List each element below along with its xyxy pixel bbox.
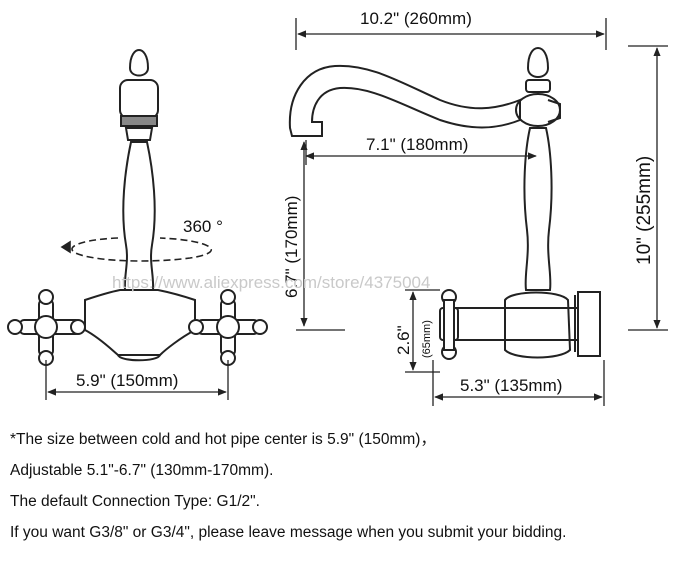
center-distance-dimension	[45, 360, 229, 400]
handle-height-mm-label: (65mm)	[421, 320, 433, 358]
front-view-faucet	[84, 48, 196, 362]
side-column	[523, 127, 553, 291]
wall-depth-dimension	[432, 360, 605, 406]
total-height-label: 10" (255mm)	[634, 156, 655, 265]
total-height-dimension	[628, 45, 668, 331]
spout-reach-label: 7.1" (180mm)	[366, 135, 468, 154]
spout-height-dimension	[296, 141, 345, 331]
note-pipe-center: *The size between cold and hot pipe cent…	[10, 431, 436, 448]
rotation-indicator	[60, 237, 213, 262]
left-cross-handle	[7, 289, 86, 366]
right-cross-handle	[188, 289, 268, 366]
wall-pipe	[454, 307, 581, 341]
note-other-connection: If you want G3/8" or G3/4", please leave…	[10, 524, 567, 541]
side-cross-handle	[439, 289, 459, 360]
rotation-label: 360 °	[183, 217, 223, 236]
front-column	[122, 141, 156, 291]
wall-flange	[577, 291, 601, 357]
faucet-dimension-drawing: 360 ° 5.9" (150mm) 10.2" (260mm)	[7, 9, 668, 406]
spout-height-label: 6.7" (170mm)	[282, 196, 301, 298]
front-body	[84, 289, 196, 356]
handle-height-label: 2.6"	[394, 325, 413, 355]
overall-length-dimension	[295, 18, 607, 50]
front-cap	[119, 79, 159, 119]
spout	[288, 64, 521, 137]
notes-section: *The size between cold and hot pipe cent…	[10, 424, 675, 548]
store-watermark: https://www.aliexpress.com/store/4375004	[112, 273, 430, 292]
center-distance-label: 5.9" (150mm)	[76, 371, 178, 390]
handle-height-dimension	[405, 289, 440, 373]
wall-depth-label: 5.3" (135mm)	[460, 376, 562, 395]
side-body	[504, 291, 572, 359]
note-adjustable-range: Adjustable 5.1"-6.7" (130mm-170mm).	[10, 462, 274, 479]
side-finial	[526, 46, 550, 78]
front-finial	[128, 48, 150, 77]
note-default-connection: The default Connection Type: G1/2".	[10, 493, 260, 510]
overall-length-label: 10.2" (260mm)	[360, 9, 472, 28]
front-cap-ring	[120, 115, 158, 127]
